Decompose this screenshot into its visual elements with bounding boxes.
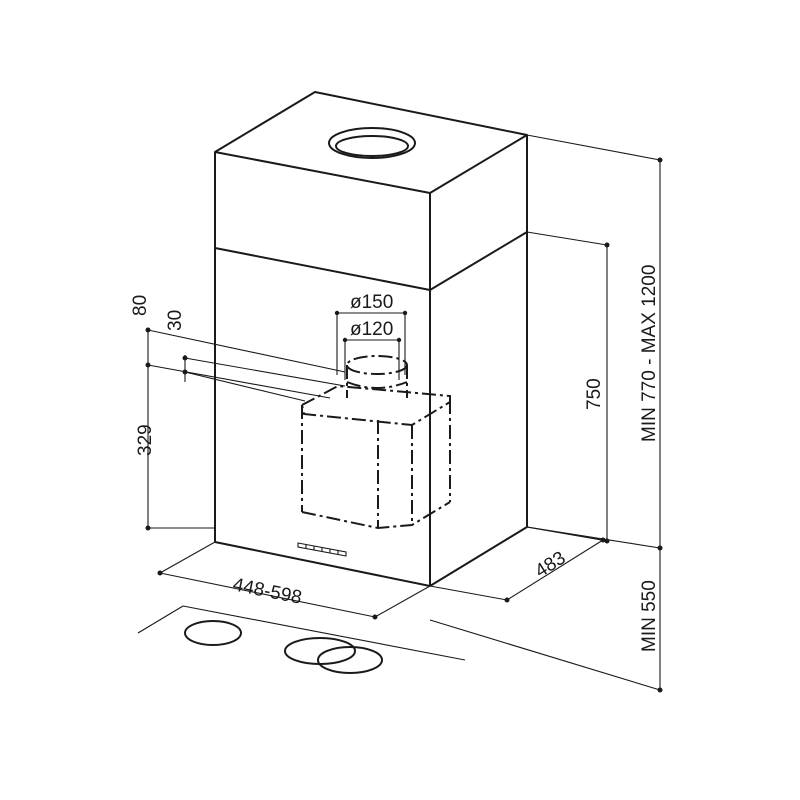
dim-diameter-150: ø150 (350, 292, 393, 313)
chimney-top-face (214, 91, 528, 194)
dimension-750: 750 (526, 231, 610, 544)
hob-back-edge (137, 605, 184, 634)
motor-box-top (300, 384, 451, 427)
dim-min-770-max-1200: MIN 770 - MAX 1200 (639, 265, 660, 442)
dim-80: 80 (130, 295, 151, 316)
body-bottom-side (429, 526, 528, 587)
dim-750: 750 (584, 378, 605, 410)
left-dimensions: 80 30 329 (130, 295, 346, 531)
chimney-box (214, 91, 528, 291)
dimension-483: 483 (429, 526, 606, 603)
dim-diameter-120: ø120 (350, 319, 393, 340)
dim-329: 329 (135, 424, 156, 456)
diameter-dimensions: ø150 ø120 (334, 292, 408, 380)
hob-front-edge (182, 605, 466, 661)
dim-483: 483 (532, 548, 570, 583)
dim-448-598: 448-598 (231, 574, 304, 608)
hob-burner-large (317, 646, 383, 674)
control-panel-strip (297, 542, 347, 557)
hob-burner-small (184, 620, 242, 646)
duct-collar-top (346, 355, 408, 375)
dimension-min-max-height: MIN 770 - MAX 1200 (526, 134, 663, 551)
hob-burner-mid (284, 637, 356, 665)
hood-body (214, 232, 528, 587)
motor-unit-hidden (300, 355, 451, 530)
dimension-448-598: 448-598 (157, 541, 431, 620)
dim-30: 30 (165, 310, 186, 331)
chimney-seam (214, 231, 528, 291)
dim-min-550: MIN 550 (639, 580, 660, 652)
body-bottom-front (214, 541, 431, 587)
dimension-min-550: MIN 550 (429, 548, 663, 693)
top-outlet-ring-inner (335, 135, 409, 157)
hob-surface (137, 605, 466, 674)
top-outlet-ring-outer (328, 127, 416, 159)
